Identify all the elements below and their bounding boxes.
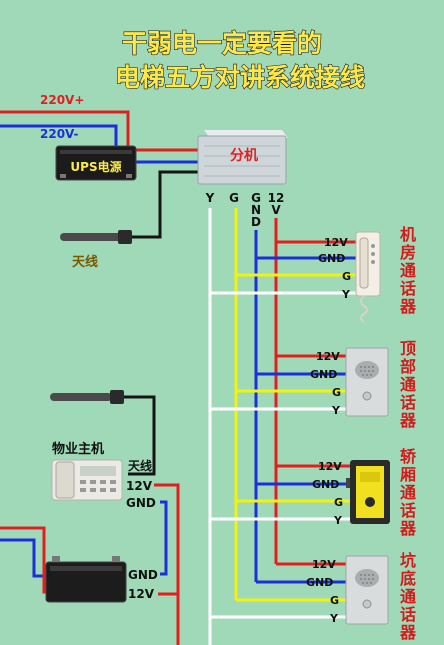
property-gnd-label: GND — [126, 496, 156, 510]
battery-box — [45, 556, 127, 603]
st1-12v-label: 12V — [324, 236, 348, 249]
mains-live-label: 220V+ — [40, 93, 84, 107]
svg-text:器: 器 — [399, 297, 417, 316]
station-1-name: 机 房 通 话 器 — [399, 225, 417, 316]
st2-gnd-label: GND — [310, 368, 337, 381]
property-gnd-wire — [160, 500, 168, 576]
property-antenna-icon — [50, 390, 124, 404]
st4-gnd-label: GND — [306, 576, 333, 589]
antenna-top-cable — [130, 170, 200, 239]
st2-g-label: G — [332, 386, 341, 399]
svg-text:通: 通 — [400, 483, 416, 502]
station-2-name: 顶 部 通 话 器 — [399, 339, 417, 430]
station-3-name: 轿 厢 通 话 器 — [399, 447, 417, 538]
svg-text:通: 通 — [400, 587, 416, 606]
property-12v-label: 12V — [126, 479, 153, 493]
station-2-branch: 12V GND G Y — [210, 350, 346, 417]
st2-y-label: Y — [331, 404, 341, 417]
svg-text:器: 器 — [399, 623, 417, 642]
antenna-top-label: 天线 — [72, 254, 98, 270]
svg-text:12: 12 — [268, 191, 285, 205]
svg-text:底: 底 — [400, 569, 416, 588]
st3-g-label: G — [334, 496, 343, 509]
st3-y-label: Y — [333, 514, 343, 527]
st3-12v-label: 12V — [318, 460, 342, 473]
svg-text:V: V — [271, 203, 281, 217]
host-box: 分机 — [197, 130, 288, 185]
st3-gnd-label: GND — [312, 478, 339, 491]
mains-neutral-wire — [0, 124, 118, 148]
terminal-12v: 12 V — [268, 191, 285, 217]
property-12v-wire — [154, 483, 180, 645]
st1-gnd-label: GND — [318, 252, 345, 265]
ups-label: UPS电源 — [70, 159, 121, 174]
svg-text:厢: 厢 — [400, 465, 416, 484]
mains-neutral-label: 220V- — [40, 127, 78, 141]
svg-text:机: 机 — [400, 225, 416, 244]
supply-blue-wire — [0, 538, 48, 578]
svg-text:通: 通 — [400, 261, 416, 280]
station-3-branch: 12V GND G Y — [210, 460, 350, 527]
st4-12v-label: 12V — [312, 558, 336, 571]
svg-text:部: 部 — [400, 357, 416, 376]
st1-y-label: Y — [341, 288, 351, 301]
terminal-gnd: G N D — [251, 191, 261, 229]
car-cabin-intercom-icon — [346, 460, 390, 524]
station-4-branch: 12V GND G Y — [210, 558, 346, 625]
svg-text:顶: 顶 — [400, 339, 416, 358]
property-antenna-label: 天线 — [128, 458, 152, 473]
station-1-branch: 12V GND G Y — [210, 236, 356, 301]
svg-text:话: 话 — [400, 605, 416, 624]
title-line-1: 干弱电一定要看的 — [122, 29, 322, 58]
st2-12v-label: 12V — [316, 350, 340, 363]
svg-text:轿: 轿 — [400, 447, 417, 466]
mains-live-wire — [0, 110, 130, 148]
station-4-name: 坑 底 通 话 器 — [399, 551, 417, 642]
host-label: 分机 — [230, 147, 258, 164]
ups-box: UPS电源 — [55, 145, 137, 181]
svg-text:G: G — [251, 191, 261, 205]
pit-intercom-icon — [345, 555, 389, 625]
st4-y-label: Y — [329, 612, 339, 625]
antenna-top-icon — [60, 230, 132, 244]
terminal-g: G — [229, 191, 239, 205]
supply-red-wire — [0, 526, 48, 594]
svg-text:通: 通 — [400, 375, 416, 394]
svg-text:话: 话 — [400, 501, 416, 520]
terminal-y: Y — [205, 191, 215, 205]
svg-text:话: 话 — [400, 279, 416, 298]
car-top-intercom-icon — [345, 347, 389, 417]
svg-text:D: D — [251, 215, 261, 229]
machine-room-phone-icon — [355, 231, 381, 323]
svg-text:坑: 坑 — [400, 551, 416, 570]
svg-text:N: N — [251, 203, 261, 217]
svg-text:话: 话 — [400, 393, 416, 412]
svg-text:房: 房 — [400, 243, 416, 262]
st4-g-label: G — [330, 594, 339, 607]
battery-gnd-label: GND — [128, 568, 158, 582]
battery-12v-label: 12V — [128, 587, 155, 601]
svg-text:器: 器 — [399, 411, 417, 430]
property-host-label: 物业主机 — [52, 441, 104, 457]
title-line-2: 电梯五方对讲系统接线 — [115, 63, 365, 92]
property-host-phone-icon — [51, 459, 123, 501]
property-antenna-cable — [124, 395, 156, 476]
svg-text:器: 器 — [399, 519, 417, 538]
st1-g-label: G — [342, 270, 351, 283]
